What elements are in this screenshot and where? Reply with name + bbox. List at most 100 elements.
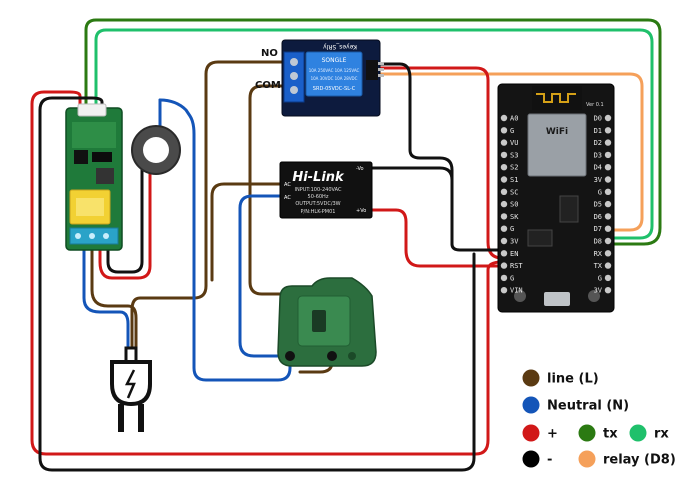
- nodemcu-left-pin-label: G: [510, 127, 514, 135]
- nodemcu-left-pin-label: G: [510, 274, 514, 282]
- legend-swatch: [629, 424, 647, 442]
- relay-rating-2: 10A 30VDC 10A 28VDC: [311, 76, 358, 81]
- nodemcu-wifi: WiFi: [546, 127, 568, 137]
- nodemcu-left-pin: [500, 213, 508, 220]
- relay-brand: Keyes_SRly: [323, 43, 357, 50]
- nodemcu-right-pin: [604, 164, 612, 171]
- nodemcu-right-pin-label: D6: [594, 213, 602, 221]
- nodemcu-right-pin-label: D1: [594, 127, 602, 135]
- hilink-input: INPUT:100-240VAC: [295, 187, 342, 193]
- line-wire-sensor: [90, 248, 138, 352]
- nodemcu-right-pin: [604, 225, 612, 232]
- legend-swatch: [522, 424, 540, 442]
- nodemcu-left-pin: [500, 287, 508, 294]
- nodemcu-right-pin: [604, 250, 612, 257]
- nodemcu-left-pin: [500, 151, 508, 159]
- nodemcu-right-pin: [604, 287, 612, 294]
- relay-com-label: COM: [255, 80, 281, 91]
- nodemcu-left-pin-label: VU: [510, 139, 518, 147]
- nodemcu-left-pin-label: VIN: [510, 287, 523, 295]
- legend: line (L) Neutral (N) + tx rx - relay (D8): [522, 369, 676, 468]
- relay-module: SONGLE 10A 250VAC 10A 125VAC 10A 30VDC 1…: [281, 39, 384, 117]
- hilink-minus-wire: [368, 166, 454, 246]
- nodemcu-left-pin: [500, 127, 508, 134]
- nodemcu-right-pin: [604, 176, 612, 183]
- legend-label: +: [547, 427, 558, 442]
- line-wire-hilink: [210, 182, 284, 282]
- legend-label: rx: [654, 427, 669, 442]
- nodemcu-left-pin: [500, 188, 508, 195]
- nodemcu-right-pin-label: G: [598, 274, 602, 282]
- legend-swatch: [522, 369, 540, 387]
- plug-icon: [110, 346, 152, 432]
- nodemcu-right-pin-label: D2: [594, 139, 602, 147]
- nodemcu-left-pin-label: S0: [510, 201, 518, 209]
- nodemcu-left-pin-label: S1: [510, 176, 518, 184]
- nodemcu-board: WiFi Ver 0.1 A0GVUS3S2S1SCS0SKG3VENRSTGV…: [497, 83, 615, 313]
- nodemcu-right-pin-label: 3V: [594, 176, 603, 184]
- ct-black-lead: [106, 168, 144, 274]
- nodemcu-right-pin: [604, 127, 612, 134]
- legend-label: line (L): [547, 372, 599, 387]
- legend-label: Neutral (N): [547, 399, 629, 414]
- nodemcu-left-pin: [500, 114, 508, 122]
- line-wire-socket: [248, 84, 292, 296]
- nodemcu-right-pin: [604, 114, 612, 122]
- nodemcu-left-pin-label: A0: [510, 115, 518, 123]
- neutral-wire-hilink: [238, 194, 284, 298]
- nodemcu-left-pin: [500, 164, 508, 171]
- nodemcu-left-pin: [500, 176, 508, 183]
- hilink-freq: 50-60Hz: [308, 194, 329, 200]
- nodemcu-right-pin: [604, 237, 612, 245]
- relay-no-label: NO: [261, 48, 278, 59]
- legend-swatch: [522, 450, 540, 468]
- hilink-power-module: Hi-Link INPUT:100-240VAC 50-60Hz OUTPUT:…: [279, 161, 373, 219]
- nodemcu-right-pin-label: D5: [594, 201, 602, 209]
- rx-wire: [94, 28, 654, 240]
- legend-label: -: [547, 453, 552, 468]
- relay-rating-1: 10A 250VAC 10A 125VAC: [309, 68, 360, 73]
- nodemcu-right-pin: [604, 151, 612, 159]
- legend-label: relay (D8): [603, 453, 676, 468]
- nodemcu-right-pin: [604, 200, 612, 208]
- nodemcu-right-pin-label: G: [598, 188, 602, 196]
- nodemcu-left-pin: [500, 200, 508, 208]
- legend-label: tx: [603, 427, 618, 442]
- neutral-wire-sensor: [82, 248, 130, 352]
- nodemcu-left-pin: [500, 237, 508, 245]
- nodemcu-left-pin: [500, 262, 508, 269]
- hilink-pn: P/N:HLK-PM01: [301, 209, 336, 215]
- relay-minus-wire: [378, 62, 504, 252]
- nodemcu-right-pin: [604, 139, 612, 146]
- relay-model: SRD-05VDC-SL-C: [313, 86, 356, 92]
- hilink-plus-wire: [368, 208, 504, 268]
- nodemcu-right-pin-label: D4: [594, 164, 602, 172]
- ct-coil-icon: [131, 125, 181, 175]
- neutral-wire-socket: [238, 294, 292, 358]
- nodemcu-left-pin-label: 3V: [510, 238, 519, 246]
- line-wire-relay-no: [130, 60, 284, 352]
- nodemcu-right-pin: [604, 274, 612, 282]
- hilink-vo-pos: +Vo: [356, 208, 366, 214]
- relay-plus-wire: [378, 66, 504, 260]
- hilink-output: OUTPUT:5VDC/3W: [295, 201, 340, 207]
- nodemcu-left-pin-label: S3: [510, 151, 518, 159]
- hilink-ac2: AC: [284, 195, 291, 201]
- nodemcu-right-pin-label: 3V: [594, 287, 603, 295]
- nodemcu-left-pin: [500, 274, 508, 282]
- nodemcu-right-pin: [604, 188, 612, 195]
- nodemcu-right-pin-label: D0: [594, 115, 602, 123]
- nodemcu-right-pin-label: D8: [594, 238, 602, 246]
- sensor-minus-wire: [38, 96, 476, 472]
- nodemcu-right-pin-label: D7: [594, 225, 602, 233]
- nodemcu-left-pin-label: G: [510, 225, 514, 233]
- hilink-ac1: AC: [284, 182, 291, 188]
- hilink-logo: Hi-Link: [292, 170, 345, 185]
- nodemcu-left-pin: [500, 225, 508, 232]
- legend-swatch: [522, 396, 540, 414]
- nodemcu-left-pin: [500, 250, 508, 257]
- nodemcu-left-pin: [500, 139, 508, 146]
